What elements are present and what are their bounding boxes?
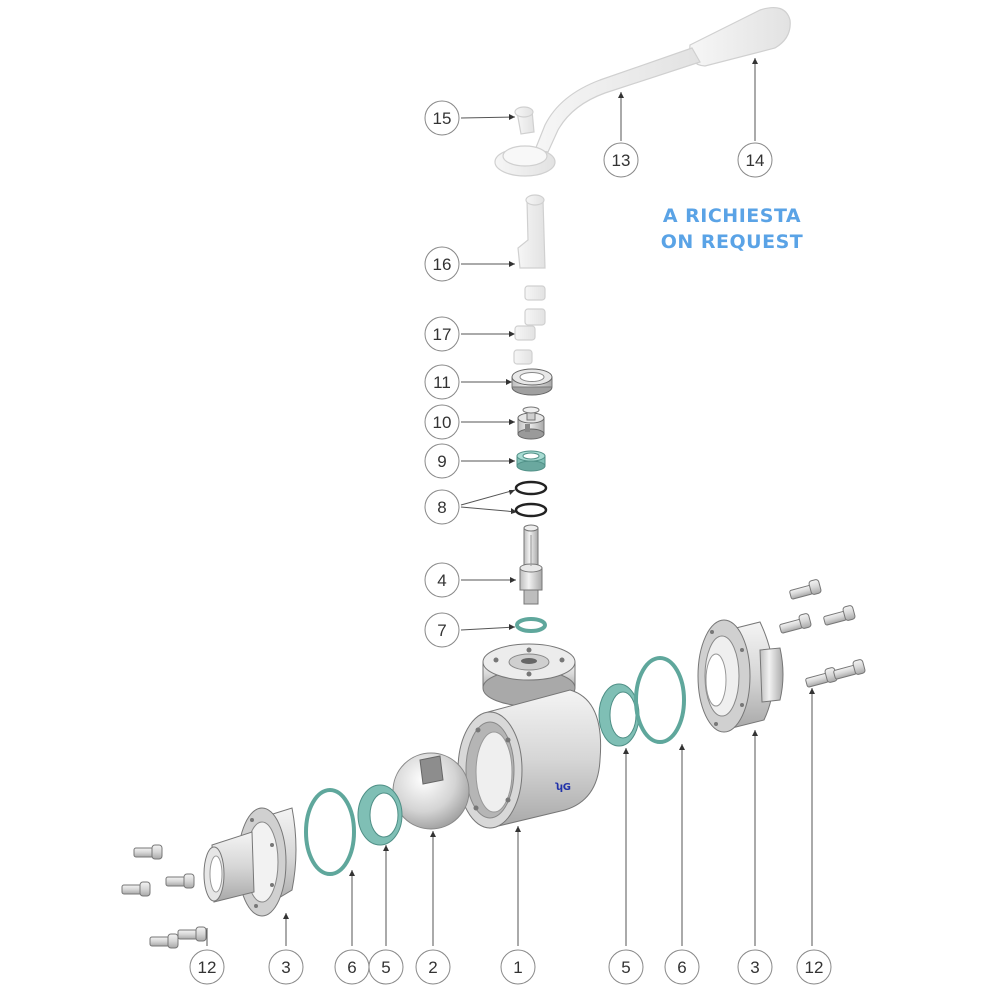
svg-text:17: 17 xyxy=(433,325,452,344)
svg-text:15: 15 xyxy=(433,109,452,128)
packing-gland xyxy=(517,406,545,440)
lock-nut xyxy=(511,368,553,396)
svg-text:5: 5 xyxy=(621,958,630,977)
stem-packing xyxy=(516,450,546,472)
svg-text:8: 8 xyxy=(437,498,446,517)
handle-grip xyxy=(689,7,791,67)
gasket-right xyxy=(634,656,686,744)
callout-13: 13 xyxy=(603,142,639,178)
svg-text:12: 12 xyxy=(805,958,824,977)
svg-text:12: 12 xyxy=(198,958,217,977)
callout-2: 2 xyxy=(415,949,451,985)
optional-handle-assembly xyxy=(494,7,791,365)
seat-right xyxy=(598,683,640,747)
bolts-right xyxy=(779,579,866,688)
callout-7: 7 xyxy=(424,612,460,648)
coupling-lower xyxy=(514,325,536,341)
callout-12-right: 12 xyxy=(796,949,832,985)
stem-thrust-washer xyxy=(515,617,547,633)
seat-left xyxy=(357,784,403,846)
callout-15: 15 xyxy=(424,100,460,136)
valve-body: ʮG xyxy=(457,643,602,829)
gasket-left xyxy=(304,788,356,876)
end-connector-left xyxy=(203,807,297,917)
callout-10: 10 xyxy=(424,404,460,440)
on-request-note-en: ON REQUEST xyxy=(661,231,803,253)
svg-text:3: 3 xyxy=(281,958,290,977)
svg-text:4: 4 xyxy=(437,571,446,590)
svg-text:5: 5 xyxy=(381,958,390,977)
callout-3-right: 3 xyxy=(737,949,773,985)
valve-ball xyxy=(392,752,470,830)
svg-text:13: 13 xyxy=(612,151,631,170)
callout-6-right: 6 xyxy=(664,949,700,985)
callout-11: 11 xyxy=(424,364,460,400)
callout-1: 1 xyxy=(500,949,536,985)
svg-text:9: 9 xyxy=(437,452,446,471)
svg-text:2: 2 xyxy=(428,958,437,977)
stem-o-rings xyxy=(514,480,548,518)
svg-text:7: 7 xyxy=(437,621,446,640)
on-request-note-it: A RICHIESTA xyxy=(663,205,801,227)
stem-extension xyxy=(517,199,546,269)
callout-17: 17 xyxy=(424,316,460,352)
callout-5-right: 5 xyxy=(608,949,644,985)
callout-8: 8 xyxy=(424,489,460,525)
svg-text:6: 6 xyxy=(347,958,356,977)
valve-stem xyxy=(519,524,543,605)
bolts-left xyxy=(121,844,207,949)
callout-3-left: 3 xyxy=(268,949,304,985)
leader-arrowheads xyxy=(283,58,815,919)
svg-text:14: 14 xyxy=(746,151,765,170)
handle-lever xyxy=(534,47,701,153)
callout-6-left: 6 xyxy=(334,949,370,985)
svg-text:1: 1 xyxy=(513,958,522,977)
svg-text:16: 16 xyxy=(433,255,452,274)
body-logo: ʮG xyxy=(555,782,571,793)
callout-16: 16 xyxy=(424,246,460,282)
svg-text:6: 6 xyxy=(677,958,686,977)
callout-9: 9 xyxy=(424,443,460,479)
callout-5-left: 5 xyxy=(368,949,404,985)
callout-12-left: 12 xyxy=(189,949,225,985)
svg-text:10: 10 xyxy=(433,413,452,432)
callout-14: 14 xyxy=(737,142,773,178)
callout-4: 4 xyxy=(424,562,460,598)
svg-text:3: 3 xyxy=(750,958,759,977)
svg-text:11: 11 xyxy=(433,373,451,392)
end-connector-right xyxy=(697,619,784,733)
coupling-upper xyxy=(524,285,546,301)
